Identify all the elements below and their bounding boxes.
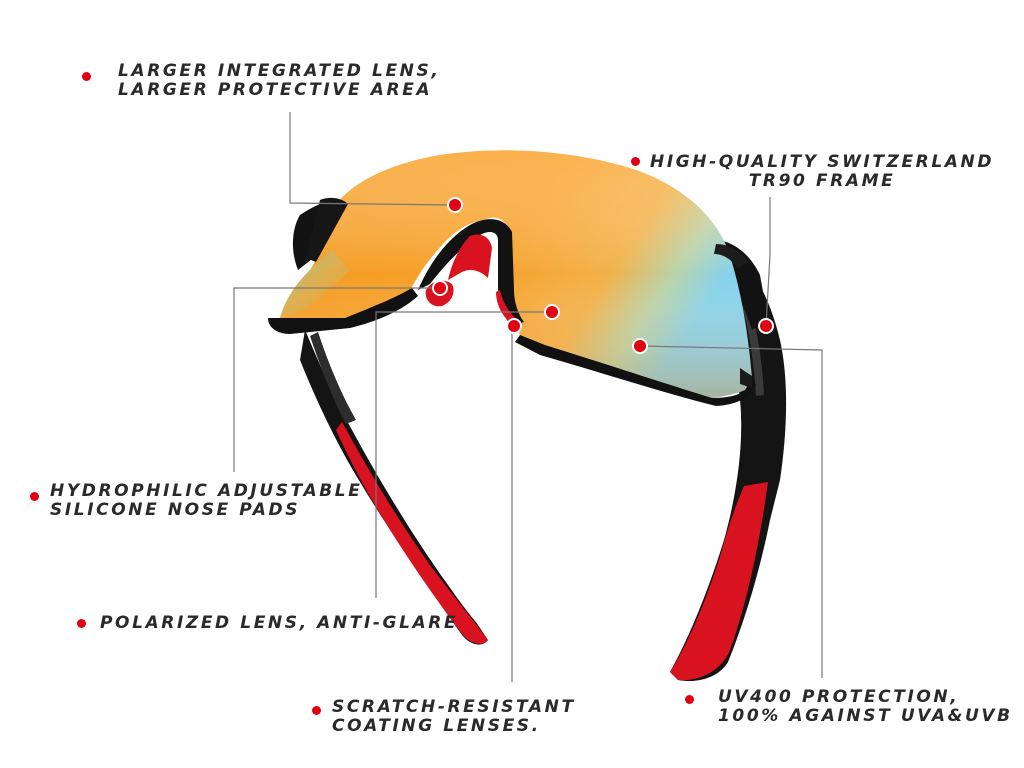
- bullet-lens: [82, 72, 91, 81]
- callout-scratch: SCRATCH-RESISTANT COATING LENSES.: [332, 698, 576, 736]
- callout-nose: HYDROPHILIC ADJUSTABLE SILICONE NOSE PAD…: [50, 482, 362, 520]
- callout-dot-nose: [432, 280, 448, 296]
- callout-polarized: POLARIZED LENS, ANTI-GLARE: [100, 614, 458, 633]
- callout-scratch-line-2: COATING LENSES.: [332, 716, 541, 736]
- bullet-uv: [685, 695, 694, 704]
- lens-bottom-rim: [268, 288, 756, 406]
- callout-uv-line-1: UV400 PROTECTION,: [718, 687, 960, 707]
- leader-line-polarized: [375, 311, 552, 598]
- callout-lens-line-1: LARGER INTEGRATED LENS,: [118, 61, 441, 81]
- callout-dot-lens: [447, 197, 463, 213]
- callout-dot-polarized: [544, 304, 560, 320]
- callout-nose-line-1: HYDROPHILIC ADJUSTABLE: [50, 481, 363, 501]
- leader-lines: [233, 112, 823, 682]
- callout-uv: UV400 PROTECTION, 100% AGAINST UVA&UVB: [718, 688, 1013, 726]
- callout-lens: LARGER INTEGRATED LENS, LARGER PROTECTIV…: [118, 62, 440, 100]
- callout-uv-line-2: 100% AGAINST UVA&UVB: [718, 706, 1013, 726]
- leader-line-nose: [233, 287, 440, 472]
- hinge-left: [306, 197, 348, 262]
- leader-line-lens: [289, 112, 456, 206]
- callout-dot-scratch: [506, 318, 522, 334]
- callout-frame-line-1: HIGH-QUALITY SWITZERLAND: [650, 152, 995, 172]
- callout-lens-line-2: LARGER PROTECTIVE AREA: [118, 80, 433, 100]
- left-temple-arm: [300, 330, 488, 645]
- shield-lens: [280, 150, 752, 398]
- callout-dot-frame: [758, 318, 774, 334]
- bullet-polarized: [77, 619, 86, 628]
- bullet-scratch: [312, 706, 321, 715]
- hinge-right: [714, 244, 748, 268]
- callout-dot-uv: [632, 338, 648, 354]
- callout-dots: [432, 197, 774, 354]
- callout-polarized-line-1: POLARIZED LENS, ANTI-GLARE: [100, 613, 459, 633]
- leader-line-uv: [639, 345, 823, 678]
- callout-nose-line-2: SILICONE NOSE PADS: [50, 500, 301, 520]
- callout-frame: HIGH-QUALITY SWITZERLAND TR90 FRAME: [650, 153, 994, 191]
- callout-scratch-line-1: SCRATCH-RESISTANT: [332, 697, 576, 717]
- bullet-frame: [631, 157, 640, 166]
- callout-frame-line-2: TR90 FRAME: [748, 171, 896, 191]
- bullet-nose: [30, 492, 39, 501]
- leader-line-frame: [765, 197, 771, 327]
